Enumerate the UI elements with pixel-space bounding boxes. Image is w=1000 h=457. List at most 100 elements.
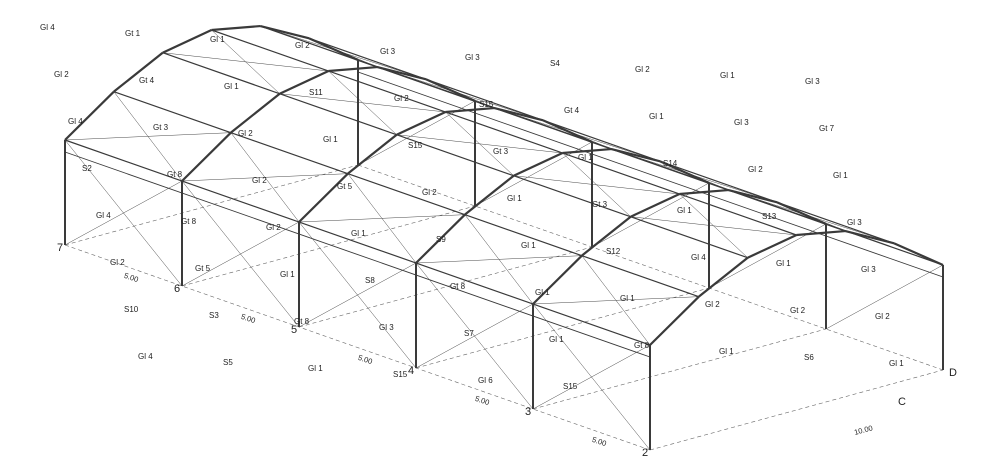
member-label: Gl 6 — [478, 376, 493, 385]
arch-rafter — [181, 131, 232, 182]
member-label: Gl 2 — [295, 41, 310, 50]
member-label: S3 — [209, 311, 219, 320]
member-label: Gt 2 — [790, 306, 806, 315]
grid-axis-label: 3 — [525, 406, 531, 418]
grid-axis-label: 5 — [291, 324, 297, 336]
purlin — [211, 29, 797, 236]
ground-grid-line — [64, 164, 359, 246]
arch-rafter — [728, 188, 778, 204]
member-label: Gl 1 — [308, 364, 323, 373]
arch-rafter — [260, 24, 310, 40]
member-label: Gl 3 — [734, 118, 749, 127]
member-label: Gt 1 — [125, 29, 141, 38]
member-label: Gl 1 — [889, 359, 904, 368]
member-label: Gl 4 — [68, 117, 83, 126]
member-label: S7 — [464, 329, 474, 338]
member-label: Gl 1 — [535, 288, 550, 297]
arch-rafter — [776, 201, 827, 226]
arch-rafter — [630, 193, 680, 218]
member-label: Gt 3 — [493, 147, 509, 156]
roof-bracing — [230, 132, 300, 223]
ground-grid-line — [415, 287, 710, 369]
member-label: Gl 1 — [507, 194, 522, 203]
roof-bracing — [328, 70, 397, 135]
member-label: Gt 5 — [195, 264, 211, 273]
member-label: S15 — [479, 100, 494, 109]
member-label: Gt 5 — [337, 182, 353, 191]
dimension-label: 10.00 — [853, 423, 873, 437]
arch-rafter — [211, 24, 261, 32]
member-label: Gt 7 — [819, 124, 835, 133]
member-label: Gl 1 — [833, 171, 848, 180]
member-label: Gl 4 — [40, 23, 55, 32]
arch-rafter — [279, 70, 329, 95]
member-label: Gt 3 — [592, 200, 608, 209]
arch-rafter — [396, 111, 446, 136]
member-label: S13 — [762, 212, 777, 221]
member-label: S12 — [606, 247, 621, 256]
arch-rafter — [513, 152, 563, 177]
member-label: S5 — [223, 358, 233, 367]
member-label: S11 — [309, 88, 323, 97]
member-label: Gt 4 — [139, 76, 155, 85]
grid-axis-label: C — [898, 396, 906, 408]
member-label: Gl 2 — [110, 258, 125, 267]
grid-axis-label: 7 — [57, 242, 63, 254]
member-label: Gt 4 — [564, 106, 580, 115]
member-label: Gl 1 — [549, 335, 564, 344]
member-label: Gl 3 — [805, 77, 820, 86]
member-label: Gl 2 — [238, 129, 253, 138]
member-label: Gl 3 — [861, 265, 876, 274]
member-label: Gl 2 — [635, 65, 650, 74]
arch-rafter — [113, 51, 164, 93]
arch-rafter — [230, 92, 281, 134]
member-label: Gl 2 — [748, 165, 763, 174]
grid-axis-label: 4 — [408, 365, 414, 377]
arch-rafter — [415, 213, 466, 264]
arch-rafter — [347, 133, 398, 175]
member-label: Gt 8 — [294, 317, 310, 326]
member-label: S14 — [663, 159, 678, 168]
member-label: Gl 1 — [210, 35, 225, 44]
roof-bracing — [581, 255, 651, 346]
arch-rafter — [308, 37, 359, 62]
member-label: Gt 3 — [153, 123, 169, 132]
ground-grid-line — [181, 205, 476, 287]
dimension-label: 5.00 — [474, 394, 491, 407]
arch-rafter — [532, 254, 583, 305]
member-label: Gl 1 — [280, 270, 295, 279]
member-label: S15 — [408, 141, 423, 150]
roof-bracing — [211, 29, 280, 94]
member-label: Gl 1 — [224, 82, 239, 91]
grid-axis-label: 2 — [642, 447, 648, 457]
member-label: Gl 1 — [776, 259, 791, 268]
arch-rafter — [298, 172, 349, 223]
wall-bracing — [825, 264, 944, 330]
arch-rafter — [494, 106, 544, 122]
member-label: Gl 3 — [379, 323, 394, 332]
arch-rafter — [747, 234, 797, 259]
member-label: Gl 1 — [649, 112, 664, 121]
grid-axis-label: D — [949, 367, 957, 379]
dimension-label: 5.00 — [591, 435, 608, 448]
member-label: Gl 4 — [691, 253, 706, 262]
member-label: Gl 3 — [465, 53, 480, 62]
ground-grid-line — [298, 246, 593, 328]
member-label: Gl 1 — [677, 206, 692, 215]
member-label: S15 — [563, 382, 578, 391]
member-label: Gl 1 — [719, 347, 734, 356]
member-label: Gl 2 — [266, 223, 281, 232]
arch-rafter — [562, 147, 612, 155]
roof-bracing — [464, 214, 534, 305]
wall-bracing — [181, 180, 300, 328]
arch-rafter — [611, 147, 661, 163]
member-label: Gl 2 — [252, 176, 267, 185]
purlin — [113, 91, 700, 298]
member-label: Gl 1 — [521, 241, 536, 250]
ground-grid-line — [357, 164, 944, 371]
member-label: Gt 3 — [380, 47, 396, 56]
member-label: Gt 8 — [634, 341, 650, 350]
arch-rafter — [425, 78, 476, 103]
